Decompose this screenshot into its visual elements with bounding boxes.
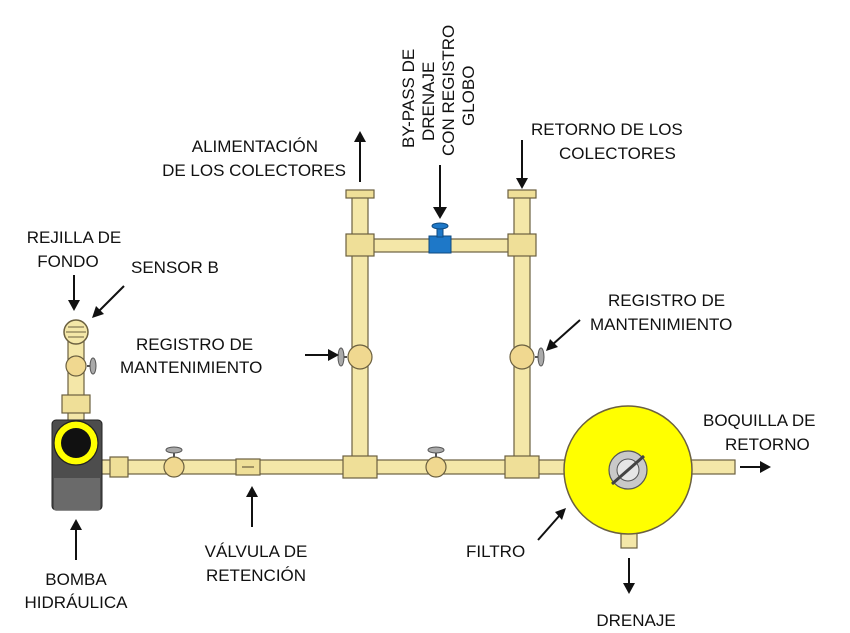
label-registro-der: REGISTRO DE bbox=[608, 291, 725, 310]
arrow-right-icon bbox=[328, 349, 339, 361]
gate-valve bbox=[425, 446, 447, 478]
label-alimentacion: ALIMENTACIÓN bbox=[192, 137, 318, 156]
label-valvula: VÁLVULA DE bbox=[205, 542, 308, 561]
arrow-up-icon bbox=[246, 486, 258, 497]
svg-text:BY-PASS DE: BY-PASS DE bbox=[399, 49, 418, 148]
tee-joint bbox=[504, 455, 540, 479]
arrow-down-icon bbox=[68, 300, 80, 311]
label-retorno-colectores: COLECTORES bbox=[559, 144, 676, 163]
coupling bbox=[109, 456, 129, 478]
arrow-down-icon bbox=[623, 583, 635, 594]
maintenance-valve-right bbox=[509, 344, 545, 370]
return-riser bbox=[513, 191, 531, 468]
sensor-valve bbox=[65, 355, 97, 377]
label-alimentacion: DE LOS COLECTORES bbox=[162, 161, 346, 180]
label-bomba: BOMBA bbox=[45, 570, 107, 589]
arrow-right-icon bbox=[760, 461, 771, 473]
svg-text:GLOBO: GLOBO bbox=[459, 66, 478, 126]
filter bbox=[563, 405, 693, 535]
arrow-up-icon bbox=[70, 519, 82, 530]
arrow-down-icon bbox=[516, 178, 528, 189]
label-boquilla: RETORNO bbox=[725, 435, 810, 454]
label-bypass: BY-PASS DE DRENAJE CON REGISTRO GLOBO bbox=[399, 25, 478, 156]
label-sensor: SENSOR B bbox=[131, 258, 219, 277]
pump bbox=[51, 419, 103, 511]
label-registro-der: MANTENIMIENTO bbox=[590, 315, 732, 334]
label-registro-izq: REGISTRO DE bbox=[136, 335, 253, 354]
supply-riser bbox=[351, 191, 369, 468]
arrow-up-icon bbox=[354, 131, 366, 142]
label-rejilla: FONDO bbox=[37, 252, 98, 271]
floor-grate bbox=[63, 319, 89, 345]
label-boquilla: BOQUILLA DE bbox=[703, 411, 815, 430]
label-retorno-colectores: RETORNO DE LOS bbox=[531, 120, 683, 139]
arrow-diagonal-icon bbox=[555, 508, 566, 520]
label-filtro: FILTRO bbox=[466, 542, 525, 561]
tee-joint bbox=[342, 455, 378, 479]
coupling bbox=[345, 189, 375, 199]
svg-text:DRENAJE: DRENAJE bbox=[419, 62, 438, 141]
coupling bbox=[507, 189, 537, 199]
arrow-diagonal-icon bbox=[92, 306, 104, 318]
label-registro-izq: MANTENIMIENTO bbox=[120, 358, 262, 377]
check-valve bbox=[235, 458, 261, 476]
arrow-down-icon bbox=[433, 207, 447, 219]
coupling bbox=[61, 394, 91, 414]
label-rejilla: REJILLA DE bbox=[27, 228, 122, 247]
bypass-globe-valve bbox=[428, 222, 452, 254]
label-bomba: HIDRÁULICA bbox=[25, 593, 129, 612]
gate-valve bbox=[163, 446, 185, 478]
tee-joint bbox=[507, 233, 537, 257]
svg-text:CON REGISTRO: CON REGISTRO bbox=[439, 25, 458, 156]
suction-pipe bbox=[67, 334, 85, 431]
arrow-diagonal-icon bbox=[546, 339, 558, 351]
label-drenaje: DRENAJE bbox=[596, 611, 675, 630]
label-valvula: RETENCIÓN bbox=[206, 566, 306, 585]
tee-joint bbox=[345, 233, 375, 257]
maintenance-valve-left bbox=[337, 344, 373, 370]
